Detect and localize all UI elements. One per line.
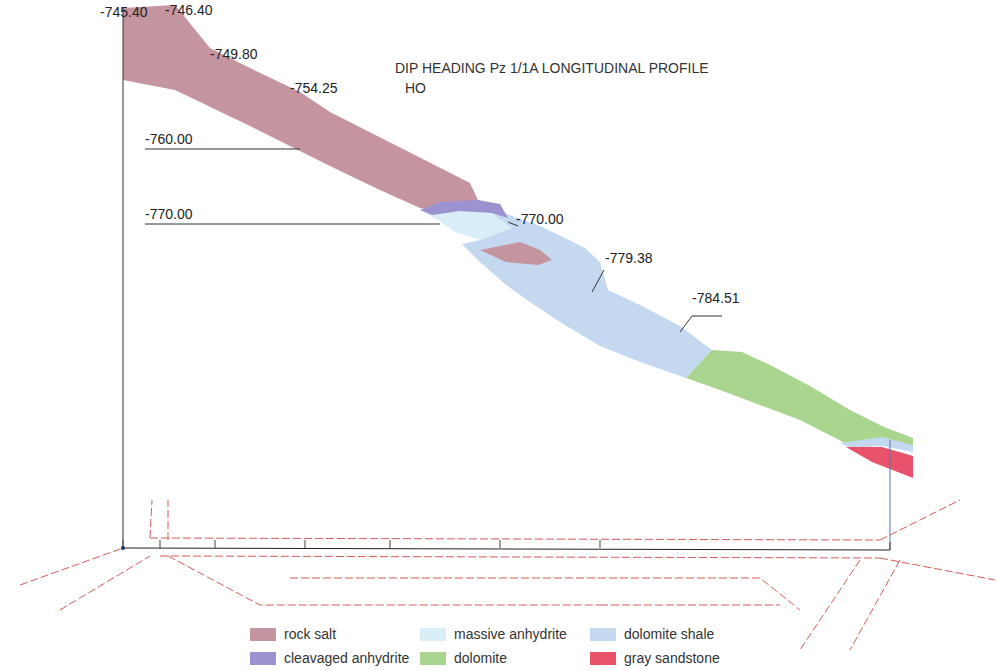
elevation-label: -745.40 bbox=[100, 4, 147, 20]
legend-swatch bbox=[590, 628, 616, 641]
level-line bbox=[145, 149, 300, 150]
legend-text: dolomite bbox=[454, 650, 507, 666]
elevation-label: -749.80 bbox=[210, 46, 257, 62]
legend-text: gray sandstone bbox=[624, 650, 720, 666]
elevation-label: -770.00 bbox=[516, 211, 563, 227]
end-vertical bbox=[890, 440, 891, 550]
legend-text: cleavaged anhydrite bbox=[284, 650, 409, 666]
legend-entry: dolomite bbox=[420, 650, 507, 666]
dolomite-layer bbox=[686, 350, 913, 447]
heading-axis bbox=[123, 548, 890, 550]
profile-title: DIP HEADING Pz 1/1A LONGITUDINAL PROFILE bbox=[395, 60, 709, 76]
start-vertical bbox=[123, 8, 124, 548]
gray-sandstone-layer bbox=[846, 447, 913, 478]
cleavaged-anhydrite-lens bbox=[420, 200, 508, 218]
legend-swatch bbox=[250, 652, 276, 665]
leader-line bbox=[592, 270, 604, 292]
level-line bbox=[145, 224, 440, 225]
rock-salt-lens bbox=[480, 242, 552, 265]
legend-entry: dolomite shale bbox=[590, 626, 714, 642]
level-label: -760.00 bbox=[145, 131, 192, 147]
elevation-label: -784.51 bbox=[692, 290, 739, 306]
legend-swatch bbox=[420, 628, 446, 641]
dolomite-shale-layer bbox=[462, 203, 712, 378]
legend-text: rock salt bbox=[284, 626, 336, 642]
legend-entry: cleavaged anhydrite bbox=[250, 650, 409, 666]
legend-swatch bbox=[250, 628, 276, 641]
strata bbox=[123, 5, 913, 478]
station-point bbox=[121, 546, 125, 550]
legend-entry: massive anhydrite bbox=[420, 626, 567, 642]
title-line: HO bbox=[405, 80, 426, 96]
gallery-outline bbox=[20, 500, 995, 650]
leader-line bbox=[680, 316, 692, 332]
legend-swatch bbox=[420, 652, 446, 665]
legend-swatch bbox=[590, 652, 616, 665]
plan-view bbox=[20, 500, 995, 650]
elevation-label: -754.25 bbox=[290, 80, 337, 96]
legend-entry: rock salt bbox=[250, 626, 336, 642]
level-label: -770.00 bbox=[145, 206, 192, 222]
rock-salt-layer bbox=[123, 5, 478, 212]
legend-text: dolomite shale bbox=[624, 626, 714, 642]
station-ticks bbox=[123, 540, 890, 550]
elevation-label: -746.40 bbox=[165, 2, 212, 18]
reference-lines bbox=[123, 8, 890, 550]
leader-line bbox=[692, 316, 722, 317]
legend-entry: gray sandstone bbox=[590, 650, 720, 666]
legend-text: massive anhydrite bbox=[454, 626, 567, 642]
elevation-label: -779.38 bbox=[605, 250, 652, 266]
